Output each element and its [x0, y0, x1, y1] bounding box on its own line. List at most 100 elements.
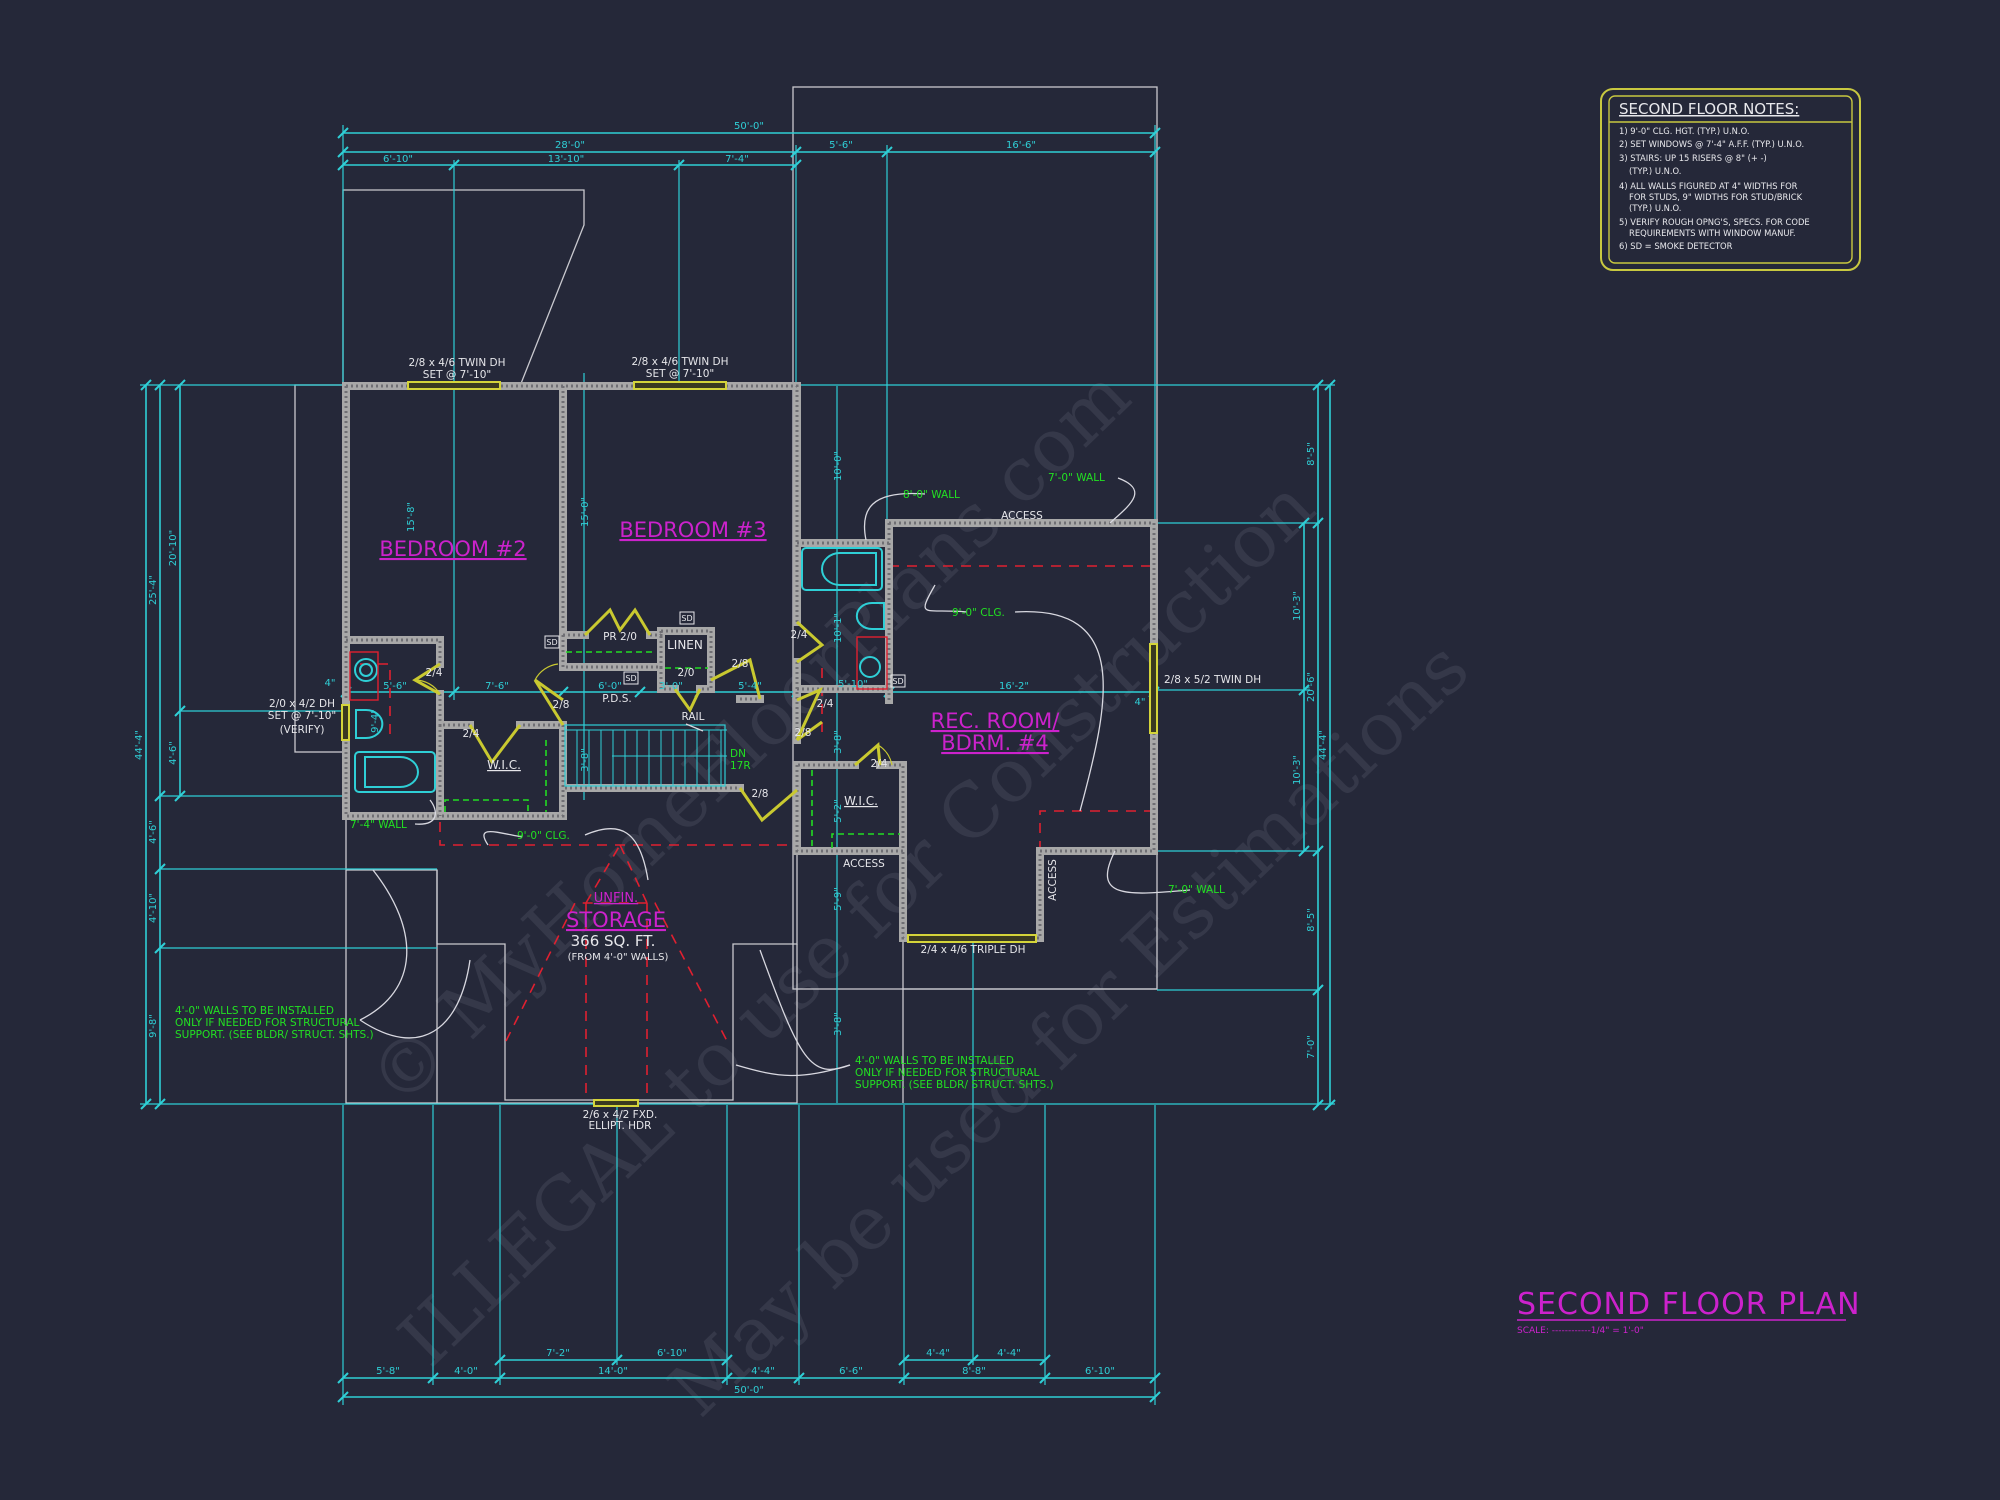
structural-note-left: ONLY IF NEEDED FOR STRUCTURAL	[175, 1017, 360, 1029]
note-line: REQUIREMENTS WITH WINDOW MANUF.	[1629, 228, 1796, 238]
dim-top: 16'-6"	[1006, 140, 1036, 151]
room-storage: STORAGE	[566, 908, 666, 932]
door-label: 2/4	[817, 698, 834, 710]
dim-top: 28'-0"	[555, 140, 585, 151]
structural-note-right: 4'-0" WALLS TO BE INSTALLED	[855, 1055, 1014, 1067]
dim-top: 13'-10"	[548, 154, 584, 165]
attic-access-label: ACCESS	[1001, 510, 1043, 522]
note-ceiling-rec: 9'-0" CLG.	[952, 607, 1005, 619]
door-label: 2/0	[678, 667, 695, 679]
dim-bottom: 6'-10"	[1085, 1366, 1115, 1377]
window-label: SET @ 7'-10"	[423, 369, 491, 381]
smoke-detector-label: SD	[625, 674, 636, 683]
dim-bottom: 4'-4"	[751, 1366, 775, 1377]
dimension-tick	[1324, 1099, 1336, 1111]
dim-interior: 5'-6"	[383, 681, 407, 692]
structural-note-left: SUPPORT. (SEE BLDR/ STRUCT. SHTS.)	[175, 1029, 374, 1041]
extension-lines	[140, 125, 1335, 1405]
dim-left: 25'-4"	[148, 575, 159, 605]
dim-bottom: 4'-0"	[454, 1366, 478, 1377]
plan-scale: SCALE: ------------1/4" = 1'-0"	[1517, 1326, 1644, 1336]
door-label: 2/8	[795, 727, 812, 739]
door-swings	[412, 607, 893, 823]
door-label: 2/4	[463, 728, 480, 740]
second-floor-notes: SECOND FLOOR NOTES: 1) 9'-0" CLG. HGT. (…	[1600, 88, 1861, 271]
dimension-lines	[140, 127, 1336, 1403]
dim-interior: 3'-0"	[659, 681, 683, 692]
door-label: 2/8	[732, 658, 749, 670]
notes-heading: SECOND FLOOR NOTES:	[1619, 100, 1799, 118]
bathtub-icon	[354, 751, 436, 793]
windows	[341, 381, 1158, 1107]
dim-interior: 5'-2"	[833, 799, 844, 823]
dim-right: 20'-6"	[1306, 672, 1317, 702]
dim-interior: 3'-8"	[833, 730, 844, 754]
stairs-risers: 17R	[730, 760, 751, 772]
door-label: 2/4	[871, 758, 888, 770]
room-linen: LINEN	[667, 638, 703, 652]
smoke-detector-label: SD	[681, 614, 692, 623]
room-storage-unfin: UNFIN.	[594, 891, 638, 906]
dim-top: 5'-6"	[829, 140, 853, 151]
note-7ft-wall-top: 7'-0" WALL	[1048, 472, 1105, 484]
storage-area: 366 SQ. FT.	[571, 932, 656, 950]
window-label: 2/0 x 4/2 DH	[269, 698, 335, 710]
dim-bottom: 6'-10"	[657, 1348, 687, 1359]
dimension-labels: 50'-0" 28'-0" 5'-6" 16'-6" 6'-10" 13'-10…	[134, 121, 1329, 1396]
note-7ft-wall-right: 7'-0" WALL	[1168, 884, 1225, 896]
sink-icon	[354, 658, 378, 682]
window-storage	[593, 1099, 639, 1107]
note-line: FOR STUDS, 9" WIDTHS FOR STUD/BRICK	[1629, 192, 1803, 202]
structural-note-left: 4'-0" WALLS TO BE INSTALLED	[175, 1005, 334, 1017]
dim-interior: 5'-4"	[738, 681, 762, 692]
dim-bottom: 7'-2"	[546, 1348, 570, 1359]
dim-left: 9'-8"	[148, 1014, 159, 1038]
dim-interior: 9'-4"	[370, 709, 381, 733]
dim-bottom: 6'-6"	[839, 1366, 863, 1377]
plan-title: SECOND FLOOR PLAN	[1517, 1287, 1861, 1322]
door-label: 2/4	[426, 667, 443, 679]
dim-left-overall: 44'-4"	[134, 730, 145, 760]
stairs-dn: DN	[730, 748, 746, 760]
staircase[interactable]	[564, 724, 727, 787]
note-line: 5) VERIFY ROUGH OPNG'S, SPECS. FOR CODE	[1619, 217, 1810, 227]
door-labels: 2/4 2/4 2/8 2/8 2/0 2/8 2/4 2/4 2/8 2/4	[426, 629, 888, 800]
dim-left: 4'-6"	[148, 820, 159, 844]
note-7ft4-wall: 7'-4" WALL	[350, 819, 407, 831]
window-label: 2/4 x 4/6 TRIPLE DH	[921, 944, 1026, 956]
note-line: 6) SD = SMOKE DETECTOR	[1619, 241, 1733, 251]
dim-right: 8'-5"	[1306, 442, 1317, 466]
bathtub-icon	[801, 547, 883, 591]
dim-left: 4'-6"	[168, 741, 179, 765]
window-label: 2/6 x 4/2 FXD.	[583, 1109, 658, 1121]
structural-note-right: SUPPORT. (SEE BLDR/ STRUCT. SHTS.)	[855, 1079, 1054, 1091]
room-rec-room-line2: BDRM. #4	[941, 731, 1049, 755]
toilet-icon	[355, 709, 384, 739]
dim-interior: 7'-6"	[485, 681, 509, 692]
dim-interior: 5'-9"	[833, 887, 844, 911]
dim-bottom: 14'-0"	[598, 1366, 628, 1377]
room-wic-1: W.I.C.	[487, 758, 521, 772]
ceiling-lines	[360, 565, 1154, 1100]
dimension-tick	[1312, 1099, 1324, 1111]
dim-right: 10'-3"	[1292, 591, 1303, 621]
dim-bottom-overall: 50'-0"	[734, 1385, 764, 1396]
note-line: (TYP.) U.N.O.	[1629, 166, 1681, 176]
attic-access-label: ACCESS	[1047, 859, 1059, 901]
door-label: 2/4	[791, 629, 808, 641]
dimension-tick	[557, 686, 569, 698]
window-label: SET @ 7'-10"	[268, 710, 336, 722]
note-line: (TYP.) U.N.O.	[1629, 203, 1681, 213]
offset-label: 4"	[325, 678, 336, 689]
room-wic-2: W.I.C.	[844, 794, 878, 808]
dim-interior: 10'-0"	[833, 451, 844, 481]
note-line: 3) STAIRS: UP 15 RISERS @ 8" (+ -)	[1619, 153, 1767, 163]
dim-right: 8'-5"	[1306, 908, 1317, 932]
room-rec-room: REC. ROOM/	[931, 709, 1061, 733]
storage-area-note: (FROM 4'-0" WALLS)	[568, 952, 669, 963]
window-label: (VERIFY)	[280, 724, 325, 736]
dim-interior: 3'-8"	[580, 748, 591, 772]
smoke-detector-label: SD	[546, 638, 557, 647]
note-8ft-wall: 8'-0" WALL	[903, 489, 960, 501]
